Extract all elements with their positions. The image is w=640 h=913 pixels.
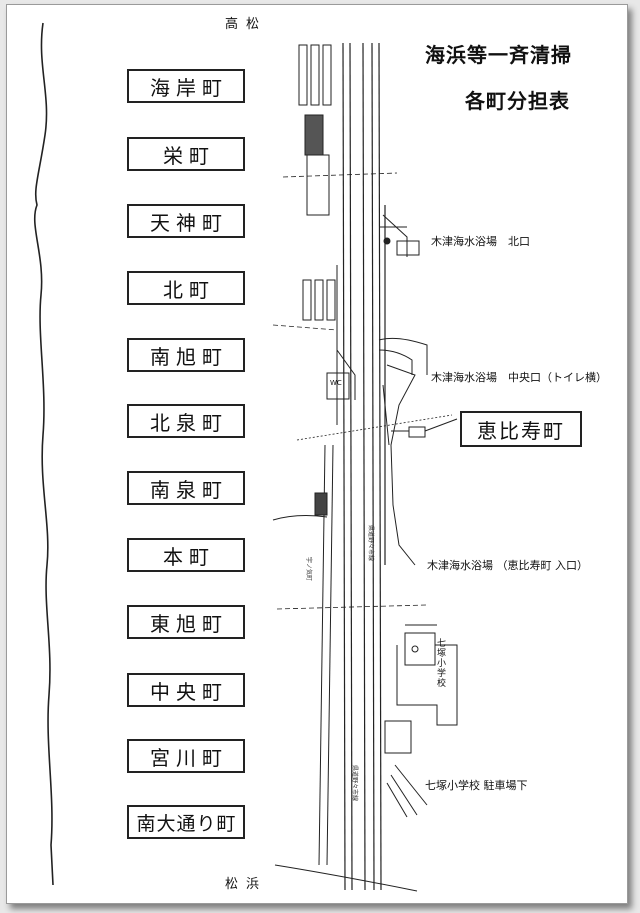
buildings [298, 44, 336, 321]
town-box: 海岸町 [127, 69, 245, 103]
label-school-parking: 七塚小学校 駐車場下 [425, 779, 528, 792]
page-title: 海浜等一斉清掃 [425, 43, 572, 67]
svg-text:県道野々市線: 県道野々市線 [351, 765, 359, 801]
route-map: 県道野々市線 県道野々市線 宇ノ気町 [33, 22, 458, 892]
place-south: 松浜 [225, 877, 268, 892]
town-box: 天神町 [127, 204, 245, 238]
map-sheet: 県道野々市線 県道野々市線 宇ノ気町 高松 松浜 海浜等一斉清掃 各町分担表 海… [6, 4, 628, 904]
town-box: 北泉町 [127, 404, 245, 438]
town-box: 北町 [127, 271, 245, 305]
label-school: 七塚小学校 [437, 639, 447, 689]
label-north-entrance: 木津海水浴場 北口 [431, 235, 530, 248]
town-box-ebisu: 恵比寿町 [460, 411, 582, 447]
svg-text:宇ノ気町: 宇ノ気町 [305, 557, 313, 581]
svg-text:県道野々市線: 県道野々市線 [367, 525, 375, 561]
town-box: 東旭町 [127, 605, 245, 639]
page-subtitle: 各町分担表 [465, 89, 570, 113]
central-junction [326, 337, 428, 566]
label-ebisu-entrance: 木津海水浴場 （恵比寿町 入口） [427, 559, 588, 572]
town-box: 中央町 [127, 673, 245, 707]
town-box: 宮川町 [127, 739, 245, 773]
north-entrance-paths [379, 214, 420, 257]
label-central-entrance: 木津海水浴場 中央口（トイレ横） [431, 371, 607, 384]
town-box: 本町 [127, 538, 245, 572]
town-box: 南泉町 [127, 471, 245, 505]
ebisu-connector [391, 418, 458, 438]
main-road [342, 42, 386, 891]
town-box: 栄町 [127, 137, 245, 171]
town-box: 南大通り町 [127, 805, 245, 839]
lower-area [272, 492, 458, 892]
place-north: 高松 [225, 17, 268, 32]
town-box: 南旭町 [127, 338, 245, 372]
label-wc: WC [330, 379, 342, 387]
coastline [33, 22, 54, 886]
side-road [318, 265, 338, 866]
